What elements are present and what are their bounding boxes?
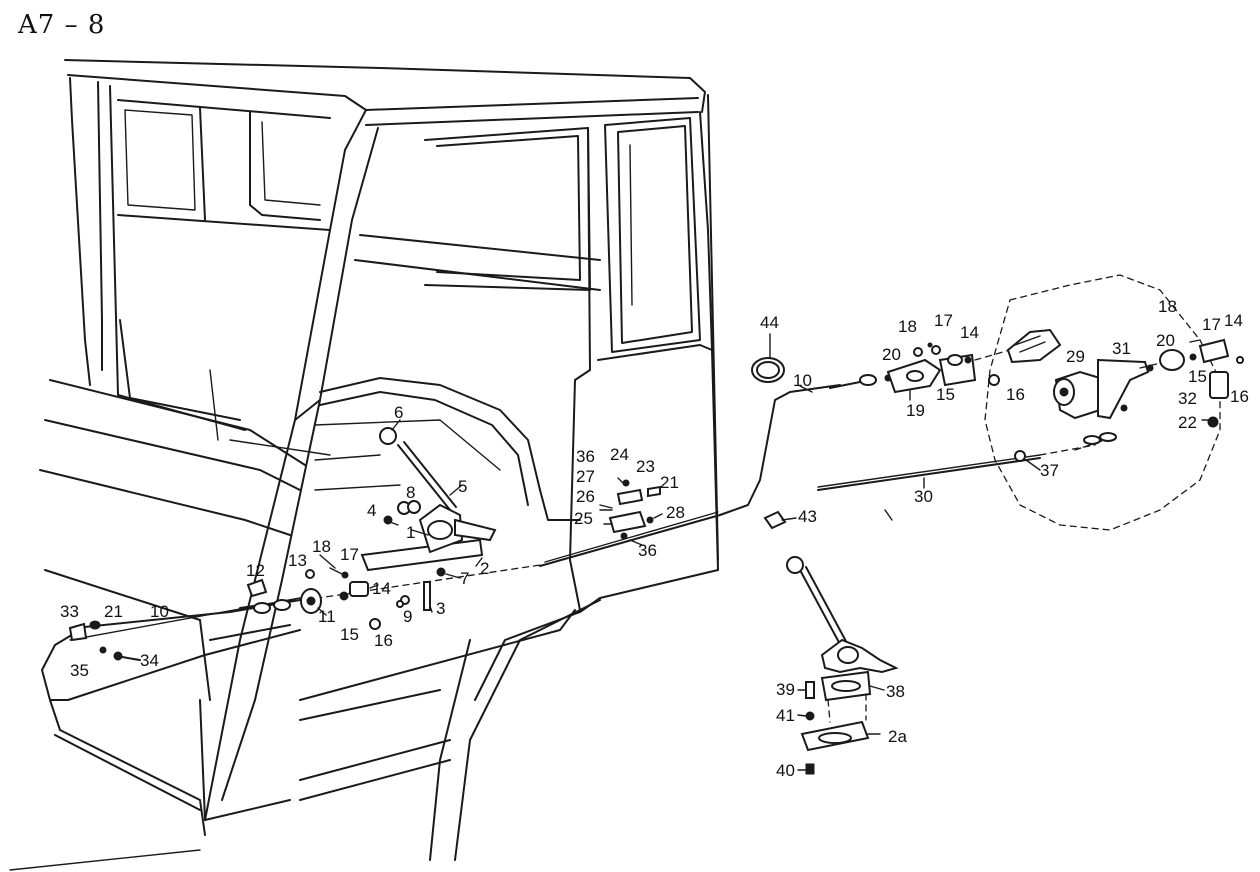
callout-35: 35: [70, 661, 89, 680]
callout-5: 5: [458, 477, 467, 496]
callout-3: 3: [436, 599, 445, 618]
callout-37: 37: [1040, 461, 1059, 480]
callout-30: 30: [914, 487, 933, 506]
callout-40: 40: [776, 761, 795, 780]
callout-18-left: 18: [312, 537, 331, 556]
callout-17-right: 17: [1202, 315, 1221, 334]
callout-15-mid: 15: [936, 385, 955, 404]
callout-2: 2: [480, 559, 489, 578]
cab-body: [9, 59, 719, 871]
callout-13: 13: [288, 551, 307, 570]
callout-18-mid: 18: [898, 317, 917, 336]
callout-27: 27: [576, 467, 595, 486]
callout-34: 34: [140, 651, 159, 670]
callout-44: 44: [760, 313, 779, 332]
callout-21-mid: 21: [660, 473, 679, 492]
callout-14-left: 14: [372, 579, 391, 598]
callout-20-mid: 20: [882, 345, 901, 364]
callout-12: 12: [246, 561, 265, 580]
callout-26: 26: [576, 487, 595, 506]
callout-1: 1: [406, 523, 415, 542]
page-title: A7 – 8: [18, 10, 106, 40]
callout-23: 23: [636, 457, 655, 476]
lower-right-lever-assembly: [786, 556, 899, 775]
callout-33: 33: [60, 602, 79, 621]
callout-6: 6: [394, 403, 403, 422]
callout-28: 28: [666, 503, 685, 522]
callout-36-bottom: 36: [638, 541, 657, 560]
callout-32: 32: [1178, 389, 1197, 408]
callout-29: 29: [1066, 347, 1085, 366]
callout-7: 7: [460, 569, 469, 588]
gearbox-outline: [984, 274, 1221, 531]
callout-16-mid: 16: [1006, 385, 1025, 404]
callout-15-left: 15: [340, 625, 359, 644]
callout-21-left: 21: [104, 602, 123, 621]
callout-2a: 2a: [888, 727, 907, 746]
callout-17-mid: 17: [934, 311, 953, 330]
callout-41: 41: [776, 706, 795, 725]
left-end-fittings: [68, 620, 141, 661]
callout-22: 22: [1178, 413, 1197, 432]
callout-24: 24: [610, 445, 629, 464]
callout-10-right: 10: [793, 371, 812, 390]
callout-43: 43: [798, 507, 817, 526]
callout-15-right: 15: [1188, 367, 1207, 386]
callout-38: 38: [886, 682, 905, 701]
callout-20-right: 20: [1156, 331, 1175, 350]
callout-14-mid: 14: [960, 323, 979, 342]
callout-14-right: 14: [1224, 311, 1243, 330]
callout-11: 11: [318, 607, 336, 626]
callout-9: 9: [403, 607, 412, 626]
callout-8: 8: [406, 483, 415, 502]
leader-lines: [123, 333, 1209, 771]
shift-lever-assembly: [360, 427, 497, 611]
callout-10-left: 10: [150, 602, 169, 621]
callout-36-top: 36: [576, 447, 595, 466]
callout-4: 4: [367, 501, 376, 520]
callout-19: 19: [906, 401, 925, 420]
callout-39: 39: [776, 680, 795, 699]
callout-18-right: 18: [1158, 297, 1177, 316]
callout-16-right: 16: [1230, 387, 1249, 406]
cables: [41, 384, 1096, 701]
callout-17-left: 17: [340, 545, 359, 564]
callout-labels: 1 2 2a 3 4 5 6 7 8 9 10 10 11 12 13 14 1…: [60, 297, 1249, 780]
left-shift-mechanism: [239, 567, 410, 630]
callout-25: 25: [574, 509, 593, 528]
upper-right-mechanism: [751, 328, 1244, 530]
callout-16-left: 16: [374, 631, 393, 650]
door-striker-parts: [599, 479, 661, 540]
callout-31: 31: [1112, 339, 1131, 358]
